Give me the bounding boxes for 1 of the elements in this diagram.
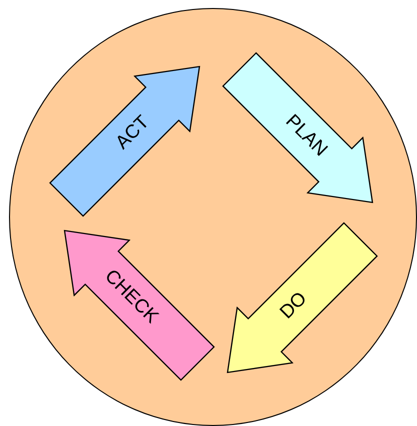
stage-label: DO bbox=[276, 288, 312, 324]
